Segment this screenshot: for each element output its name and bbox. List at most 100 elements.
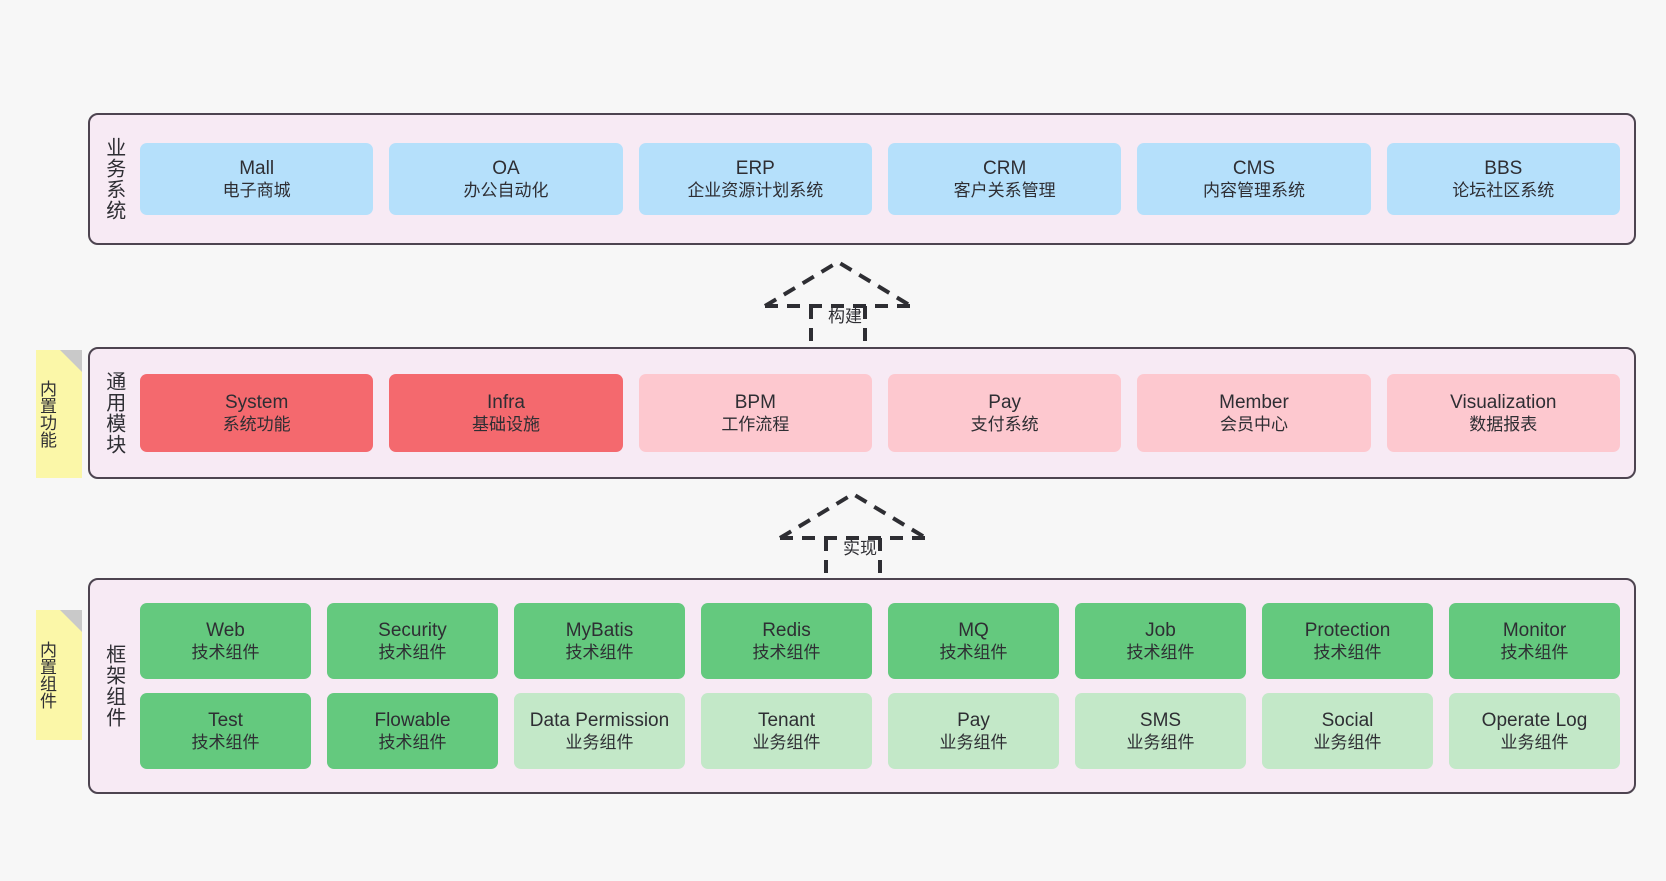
framework-tech-card-row: Web 技术组件 Security 技术组件 MyBatis 技术组件 Redi… (140, 603, 1620, 679)
card-subtitle: 技术组件 (1126, 643, 1195, 663)
card-subtitle: 工作流程 (721, 415, 790, 435)
card-subtitle: 业务组件 (939, 733, 1008, 753)
card-title: Pay (988, 391, 1022, 413)
card-subtitle: 技术组件 (191, 643, 260, 663)
card-security[interactable]: Security 技术组件 (327, 603, 498, 679)
card-subtitle: 客户关系管理 (953, 181, 1056, 201)
card-subtitle: 内容管理系统 (1202, 181, 1305, 201)
card-bpm[interactable]: BPM 工作流程 (638, 374, 872, 452)
layer-framework-components: 框架组件 Web 技术组件 Security 技术组件 MyBatis 技术组件… (88, 578, 1636, 794)
sticky-note-builtin-components: 内置组件 (36, 610, 82, 740)
card-subtitle: 办公自动化 (463, 181, 549, 201)
layer-body-common-modules: System 系统功能 Infra 基础设施 BPM 工作流程 Pay 支付系统… (136, 349, 1634, 477)
layer-common-modules: 通用模块 System 系统功能 Infra 基础设施 BPM 工作流程 Pay (88, 347, 1636, 479)
card-erp[interactable]: ERP 企业资源计划系统 (638, 143, 872, 215)
card-subtitle: 业务组件 (565, 733, 634, 753)
layer-body-framework-components: Web 技术组件 Security 技术组件 MyBatis 技术组件 Redi… (136, 580, 1634, 792)
card-title: Infra (486, 391, 525, 413)
card-cms[interactable]: CMS 内容管理系统 (1137, 143, 1371, 215)
card-title: BBS (1484, 157, 1523, 179)
card-title: Operate Log (1481, 709, 1588, 731)
modules-card-row: System 系统功能 Infra 基础设施 BPM 工作流程 Pay 支付系统… (140, 374, 1620, 452)
card-web[interactable]: Web 技术组件 (140, 603, 311, 679)
card-operate-log[interactable]: Operate Log 业务组件 (1449, 693, 1620, 769)
sticky-note-text: 内置功能 (37, 380, 57, 448)
layer-body-business-systems: Mall 电子商城 OA 办公自动化 ERP 企业资源计划系统 CRM 客户关系… (136, 115, 1634, 243)
card-subtitle: 系统功能 (222, 415, 291, 435)
card-job[interactable]: Job 技术组件 (1075, 603, 1246, 679)
card-oa[interactable]: OA 办公自动化 (389, 143, 623, 215)
card-title: Member (1219, 391, 1289, 413)
layer-business-systems: 业务系统 Mall 电子商城 OA 办公自动化 ERP 企业资源计划系统 CRM (88, 113, 1636, 245)
card-title: Visualization (1450, 391, 1557, 413)
card-subtitle: 技术组件 (1500, 643, 1569, 663)
card-title: System (224, 391, 289, 413)
card-title: Mall (239, 157, 275, 179)
card-monitor[interactable]: Monitor 技术组件 (1449, 603, 1620, 679)
card-subtitle: 基础设施 (471, 415, 540, 435)
card-data-permission[interactable]: Data Permission 业务组件 (514, 693, 685, 769)
card-mybatis[interactable]: MyBatis 技术组件 (514, 603, 685, 679)
card-subtitle: 技术组件 (939, 643, 1008, 663)
card-tenant[interactable]: Tenant 业务组件 (701, 693, 872, 769)
card-pay-module[interactable]: Pay 支付系统 (887, 374, 1122, 452)
business-card-row: Mall 电子商城 OA 办公自动化 ERP 企业资源计划系统 CRM 客户关系… (140, 143, 1620, 215)
card-title: CRM (983, 157, 1027, 179)
card-title: Job (1145, 619, 1176, 641)
sticky-fold-corner-icon (60, 610, 82, 632)
card-title: BPM (734, 391, 776, 413)
connector-build: 构建 (753, 258, 923, 358)
card-title: ERP (735, 157, 775, 179)
card-subtitle: 技术组件 (565, 643, 634, 663)
layer-label-framework-components: 框架组件 (102, 644, 125, 728)
card-redis[interactable]: Redis 技术组件 (701, 603, 872, 679)
card-crm[interactable]: CRM 客户关系管理 (887, 143, 1122, 215)
card-title: Test (208, 709, 243, 731)
card-subtitle: 电子商城 (222, 181, 291, 201)
card-subtitle: 技术组件 (752, 643, 821, 663)
sticky-note-builtin-functions: 内置功能 (36, 350, 82, 478)
card-subtitle: 支付系统 (970, 415, 1039, 435)
connector-build-label: 构建 (828, 307, 862, 326)
card-title: Flowable (374, 709, 451, 731)
card-visualization[interactable]: Visualization 数据报表 (1386, 374, 1620, 452)
sticky-note-text: 内置组件 (37, 641, 57, 709)
card-subtitle: 业务组件 (1313, 733, 1382, 753)
card-title: SMS (1139, 709, 1182, 731)
connector-implement: 实现 (768, 490, 938, 590)
card-title: Pay (957, 709, 990, 731)
card-social[interactable]: Social 业务组件 (1262, 693, 1433, 769)
card-title: Monitor (1502, 619, 1567, 641)
card-title: Web (206, 619, 245, 641)
card-flowable[interactable]: Flowable 技术组件 (327, 693, 498, 769)
framework-biz-card-row: Test 技术组件 Flowable 技术组件 Data Permission … (140, 693, 1620, 769)
card-subtitle: 企业资源计划系统 (687, 181, 824, 201)
sticky-fold-corner-icon (60, 350, 82, 372)
card-sms[interactable]: SMS 业务组件 (1075, 693, 1246, 769)
card-title: Redis (762, 619, 811, 641)
card-system[interactable]: System 系统功能 (140, 374, 374, 452)
layer-label-business-systems: 业务系统 (102, 137, 125, 221)
card-title: Tenant (757, 709, 816, 731)
card-subtitle: 论坛社区系统 (1452, 181, 1555, 201)
card-mall[interactable]: Mall 电子商城 (140, 143, 374, 215)
card-test[interactable]: Test 技术组件 (140, 693, 311, 769)
card-subtitle: 会员中心 (1219, 415, 1288, 435)
card-subtitle: 技术组件 (191, 733, 260, 753)
card-subtitle: 技术组件 (378, 643, 447, 663)
card-title: Social (1321, 709, 1374, 731)
card-infra[interactable]: Infra 基础设施 (389, 374, 623, 452)
card-pay-component[interactable]: Pay 业务组件 (888, 693, 1059, 769)
card-protection[interactable]: Protection 技术组件 (1262, 603, 1433, 679)
card-bbs[interactable]: BBS 论坛社区系统 (1386, 143, 1620, 215)
card-subtitle: 业务组件 (752, 733, 821, 753)
card-mq[interactable]: MQ 技术组件 (888, 603, 1059, 679)
card-member[interactable]: Member 会员中心 (1137, 374, 1371, 452)
card-subtitle: 业务组件 (1126, 733, 1195, 753)
card-title: CMS (1232, 157, 1276, 179)
card-title: MQ (958, 619, 989, 641)
card-title: Security (378, 619, 447, 641)
card-subtitle: 技术组件 (1313, 643, 1382, 663)
card-title: OA (492, 157, 520, 179)
